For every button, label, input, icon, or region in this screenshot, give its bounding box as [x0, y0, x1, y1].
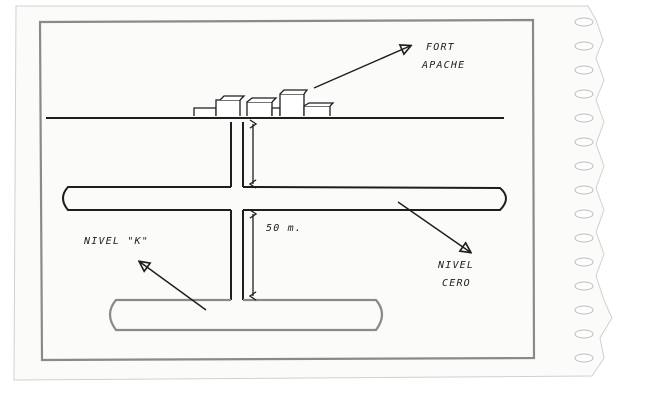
nivel-cero-label-line2: CERO — [442, 278, 471, 289]
depth-label: 50 m. — [266, 223, 302, 234]
fort-apache-arrow — [313, 46, 410, 89]
vertical-shaft — [230, 122, 244, 300]
notebook-holes — [574, 17, 594, 363]
fort-apache-label-line1: FORT — [426, 42, 455, 53]
fort-apache-label-line2: APACHE — [421, 60, 465, 71]
nivel-cero-arrow — [397, 201, 470, 252]
nivel-cero-tunnel — [62, 186, 507, 211]
nivel-k-arrow — [140, 262, 207, 311]
fort-apache-buildings — [193, 89, 335, 116]
pointer-arrows — [140, 46, 470, 311]
nivel-k-tunnel — [108, 298, 384, 332]
paper-sheet — [13, 5, 613, 381]
frame-border — [38, 18, 536, 362]
nivel-cero-label-line1: NIVEL — [437, 260, 474, 271]
nivel-k-label: NIVEL "K" — [83, 236, 149, 247]
